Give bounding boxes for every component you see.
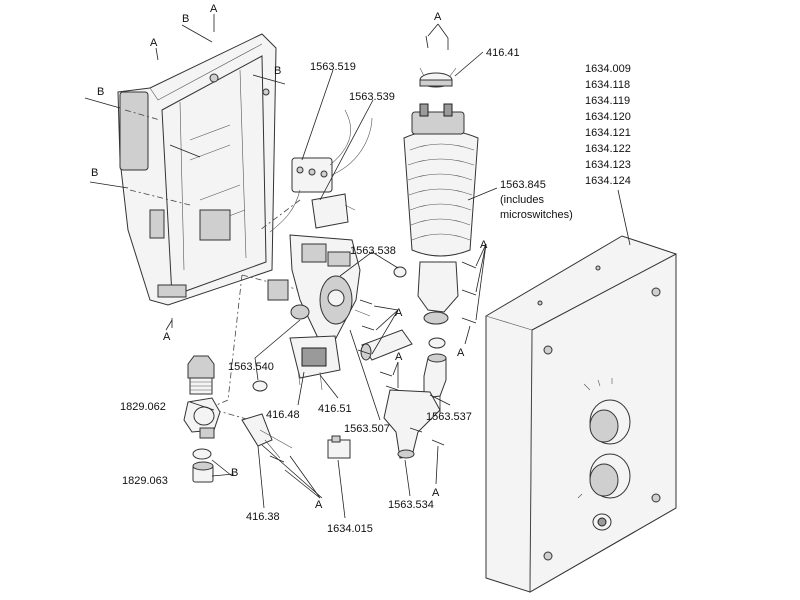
screws-a (155, 14, 477, 463)
label-1829-063: 1829.063 (122, 475, 168, 487)
o-ring (428, 337, 446, 349)
outlet-body (417, 261, 459, 325)
olive-nut (192, 448, 214, 483)
compression-fitting (183, 397, 221, 439)
screws-b-left (84, 24, 286, 206)
label-screw-a: A (480, 239, 488, 251)
label-screw-b: B (97, 86, 104, 98)
solenoid-valve (289, 335, 341, 391)
label-cover-code: 1634.124 (585, 175, 631, 187)
bracket (311, 193, 356, 229)
label-cover-code: 1634.121 (585, 127, 631, 139)
label-1563-538: 1563.538 (350, 245, 396, 257)
terminal-block (269, 109, 373, 233)
label-1563-845: 1563.845 (500, 179, 546, 191)
label-screw-a: A (434, 11, 442, 23)
label-416-48: 416.48 (266, 409, 300, 421)
label-screw-a: A (163, 331, 171, 343)
spout (383, 389, 441, 459)
o-ring (393, 266, 407, 278)
label-screw-a: A (395, 307, 403, 319)
label-416-38: 416.38 (246, 511, 280, 523)
part-labels: 1563.519 1563.539 416.41 1634.009 1634.1… (120, 47, 631, 535)
label-1563-845-note: (includes (500, 194, 545, 206)
cover-code-list: 1634.009 1634.118 1634.119 1634.120 1634… (585, 63, 631, 187)
label-1634-015: 1634.015 (327, 523, 373, 535)
front-cover (485, 235, 677, 593)
filter-tube (360, 329, 413, 361)
label-screw-b: B (91, 167, 98, 179)
label-1563-519: 1563.519 (310, 61, 356, 73)
heater-can (403, 103, 479, 257)
o-ring (252, 380, 268, 392)
clip-bracket (241, 413, 293, 459)
label-screw-a: A (210, 3, 218, 15)
label-416-51: 416.51 (318, 403, 352, 415)
control-assembly (267, 234, 371, 341)
label-cover-code: 1634.120 (585, 111, 631, 123)
screw-labels: A B A B B B A A A A A A B A A (91, 3, 488, 511)
label-screw-a: A (395, 351, 403, 363)
backplate (117, 33, 277, 306)
label-1829-062: 1829.062 (120, 401, 166, 413)
label-1563-507: 1563.507 (344, 423, 390, 435)
label-screw-a: A (150, 37, 158, 49)
label-1563-540: 1563.540 (228, 361, 274, 373)
thermal-cutout (419, 67, 457, 88)
label-1563-537: 1563.537 (426, 411, 472, 423)
leader-lines (165, 23, 631, 519)
label-screw-a: A (315, 499, 323, 511)
label-screw-b: B (182, 13, 189, 25)
pressure-switch (327, 435, 351, 459)
label-1563-539: 1563.539 (349, 91, 395, 103)
label-cover-code: 1634.122 (585, 143, 631, 155)
label-1563-845-note: microswitches) (500, 209, 573, 221)
inlet-fitting (187, 355, 215, 395)
label-cover-code: 1634.123 (585, 159, 631, 171)
label-cover-code: 1634.119 (585, 95, 630, 107)
label-416-41: 416.41 (486, 47, 520, 59)
label-screw-b: B (274, 65, 281, 77)
label-screw-a: A (432, 487, 440, 499)
label-cover-code: 1634.009 (585, 63, 631, 75)
label-screw-a: A (457, 347, 465, 359)
label-1563-534: 1563.534 (388, 499, 434, 511)
label-screw-b: B (231, 467, 238, 479)
label-cover-code: 1634.118 (585, 79, 630, 91)
